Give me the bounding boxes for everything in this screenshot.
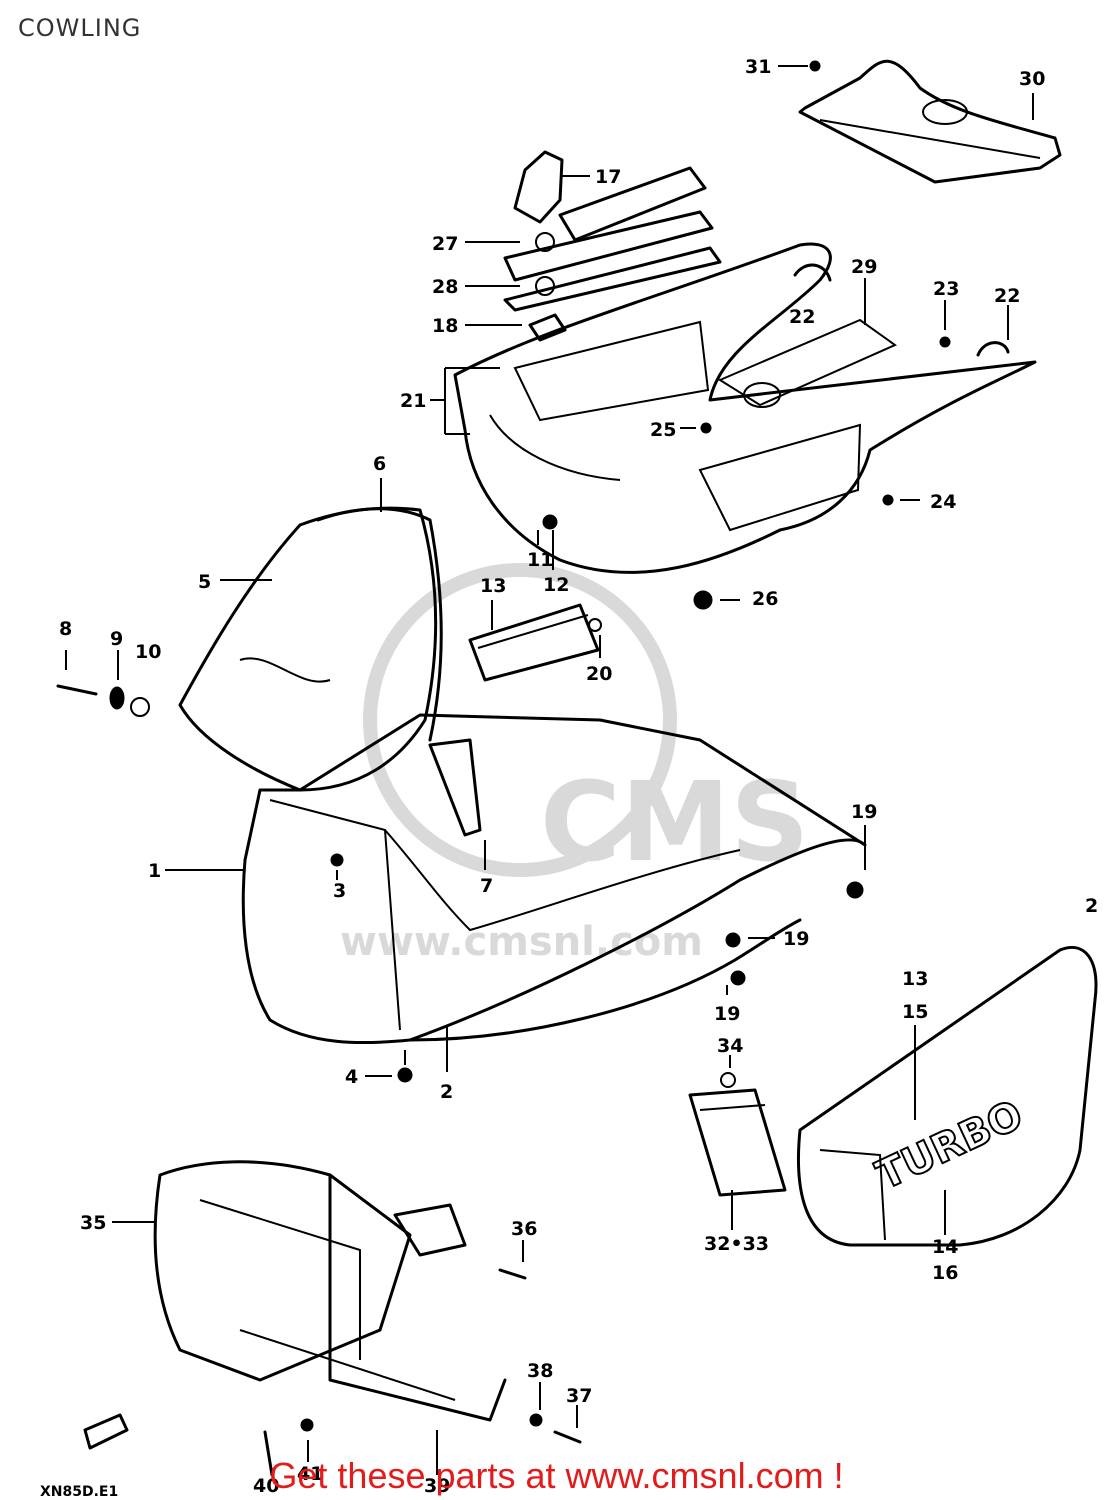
callouts: 31 30 17 27 29 28 23 22 22 18 21 25 6 24… [40, 56, 1098, 1500]
callout-37[interactable]: 37 [566, 1385, 592, 1407]
callout-10[interactable]: 10 [135, 641, 161, 663]
callout-18[interactable]: 18 [432, 315, 458, 337]
part-ref-clip[interactable] [83, 1413, 129, 1450]
callout-35[interactable]: 35 [80, 1212, 106, 1234]
callout-19-top[interactable]: 19 [851, 801, 877, 823]
part-6-trim[interactable] [316, 507, 443, 742]
part-34-screw[interactable] [720, 1072, 736, 1088]
part-20-bolt[interactable] [588, 618, 602, 632]
watermark: CMS www.cmsnl.com [340, 563, 809, 965]
leader-lines [65, 65, 1034, 1475]
part-25-screw[interactable] [700, 422, 712, 434]
part-21-inner-cowl[interactable] [453, 242, 1037, 574]
part-13-reflector-upper[interactable] [468, 603, 600, 682]
part-3-screw[interactable] [330, 853, 344, 867]
callout-23[interactable]: 23 [933, 278, 959, 300]
callout-17[interactable]: 17 [595, 166, 621, 188]
part-23-screw[interactable] [939, 336, 951, 348]
part-19-grommet-b[interactable] [725, 932, 741, 948]
callout-38[interactable]: 38 [527, 1360, 553, 1382]
callout-20[interactable]: 20 [586, 663, 612, 685]
callout-5[interactable]: 5 [198, 571, 211, 593]
callout-13-upper[interactable]: 13 [480, 575, 506, 597]
callout-24[interactable]: 24 [930, 491, 956, 513]
diagram-code: XN85D.E1 [40, 1484, 118, 1500]
callout-31[interactable]: 31 [745, 56, 771, 78]
callout-39[interactable]: 39 [424, 1475, 450, 1497]
part-24-screw[interactable] [882, 494, 894, 506]
callout-22-left[interactable]: 22 [789, 306, 815, 328]
callout-21[interactable]: 21 [400, 390, 426, 412]
part-5-windscreen[interactable] [178, 506, 438, 792]
callout-12[interactable]: 12 [543, 574, 569, 596]
callout-16[interactable]: 16 [932, 1262, 958, 1284]
callout-22-right[interactable]: 22 [994, 285, 1020, 307]
callout-14[interactable]: 14 [932, 1236, 958, 1258]
part-31-screw[interactable] [809, 60, 821, 72]
part-35-bracket[interactable] [153, 1160, 507, 1422]
callout-13-lower[interactable]: 13 [902, 968, 928, 990]
part-15-side-cover[interactable]: TURBO [797, 946, 1098, 1247]
part-26-grommet[interactable] [693, 590, 713, 610]
watermark-ring [363, 563, 677, 877]
part-1-cowling[interactable] [241, 713, 867, 1045]
callout-1[interactable]: 1 [148, 860, 161, 882]
part-30-panel[interactable] [798, 59, 1062, 184]
part-32-33-reflector[interactable] [688, 1088, 787, 1197]
callout-25[interactable]: 25 [650, 419, 676, 441]
part-4-screw[interactable] [397, 1067, 413, 1083]
part-28-clip[interactable] [535, 276, 555, 296]
part-17-clamp[interactable] [513, 150, 564, 224]
callout-29[interactable]: 29 [851, 256, 877, 278]
part-41-nut[interactable] [300, 1418, 314, 1432]
footer-link[interactable]: Get these parts at www.cmsnl.com ! [269, 1455, 844, 1496]
callout-19-low[interactable]: 19 [714, 1003, 740, 1025]
callout-26[interactable]: 26 [752, 588, 778, 610]
callout-2-right[interactable]: 2 [1085, 895, 1098, 917]
part-22-clip-a[interactable] [793, 263, 832, 282]
callout-27[interactable]: 27 [432, 233, 458, 255]
turbo-decal: TURBO [870, 1092, 1030, 1199]
callout-4[interactable]: 4 [345, 1066, 358, 1088]
watermark-url: www.cmsnl.com [340, 919, 703, 965]
callout-3[interactable]: 3 [333, 880, 346, 902]
callout-41[interactable]: 41 [297, 1463, 323, 1485]
part-8-screw[interactable] [56, 684, 98, 696]
part-9-nut[interactable] [109, 686, 125, 710]
part-11-12-fastener[interactable] [542, 514, 558, 530]
part-10-washer[interactable] [130, 697, 150, 717]
part-38-nut[interactable] [529, 1413, 543, 1427]
part-22-clip-b[interactable] [976, 341, 1010, 357]
callout-36[interactable]: 36 [511, 1218, 537, 1240]
callout-15[interactable]: 15 [902, 1001, 928, 1023]
callout-7[interactable]: 7 [480, 875, 493, 897]
page-title: COWLING [18, 14, 142, 42]
callout-8[interactable]: 8 [59, 618, 72, 640]
callout-40[interactable]: 40 [253, 1475, 279, 1497]
callout-2[interactable]: 2 [440, 1081, 453, 1103]
callout-30[interactable]: 30 [1019, 68, 1045, 90]
callout-28[interactable]: 28 [432, 276, 458, 298]
part-37-bolt[interactable] [553, 1430, 582, 1444]
part-27-clip[interactable] [535, 232, 555, 252]
callout-32-33[interactable]: 32•33 [704, 1233, 769, 1255]
callout-34[interactable]: 34 [717, 1035, 743, 1057]
part-40-bolt[interactable] [263, 1430, 274, 1477]
part-18-clip[interactable] [528, 313, 567, 342]
callout-6[interactable]: 6 [373, 453, 386, 475]
part-27-28-strips[interactable] [503, 166, 722, 312]
part-19-grommet-a[interactable] [846, 881, 864, 899]
part-36-bolt[interactable] [498, 1268, 527, 1280]
callout-11[interactable]: 11 [527, 549, 553, 571]
part-19-grommet-c[interactable] [730, 970, 746, 986]
callout-9[interactable]: 9 [110, 628, 123, 650]
callout-19-mid[interactable]: 19 [783, 928, 809, 950]
